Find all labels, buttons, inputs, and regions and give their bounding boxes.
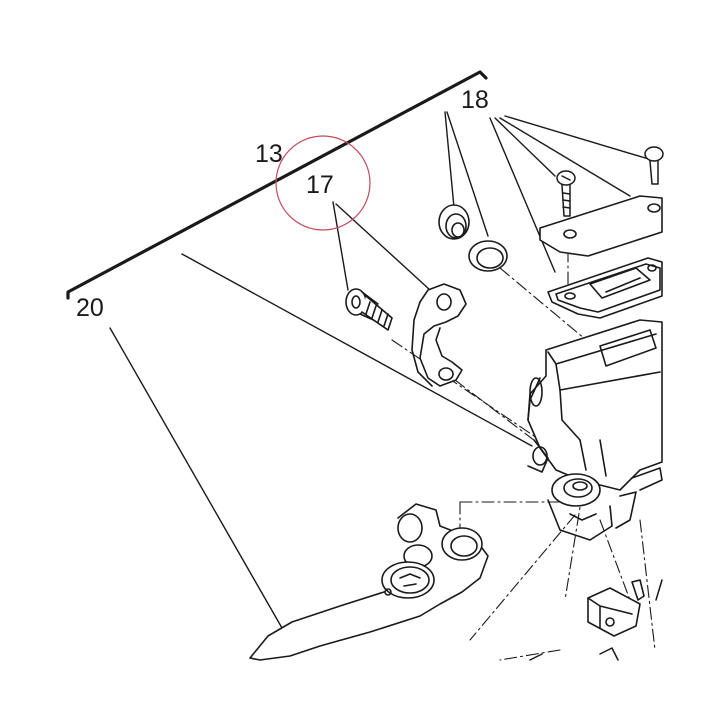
assembly-bracket-line: [66, 70, 488, 300]
callout-17: 17: [306, 171, 334, 199]
bushing: [438, 204, 470, 240]
callout-20: 20: [76, 294, 104, 322]
highlight-circle: [275, 135, 371, 231]
cover-screw-2: [644, 146, 664, 185]
screw-bolt: [345, 288, 393, 331]
callout-13: 13: [255, 140, 283, 168]
diaphragm-gasket: [547, 257, 663, 319]
o-ring: [468, 240, 508, 272]
brake-light-switch: [587, 579, 645, 637]
handlebar-clamp: [411, 283, 467, 387]
master-cylinder-body: [527, 319, 663, 541]
cover-screw: [556, 170, 576, 217]
lower-connecting-parts: [529, 579, 663, 661]
callout-18: 18: [461, 86, 489, 114]
leader-lines: [109, 111, 653, 629]
reservoir-cover: [539, 195, 663, 257]
brake-lever: [249, 503, 489, 661]
